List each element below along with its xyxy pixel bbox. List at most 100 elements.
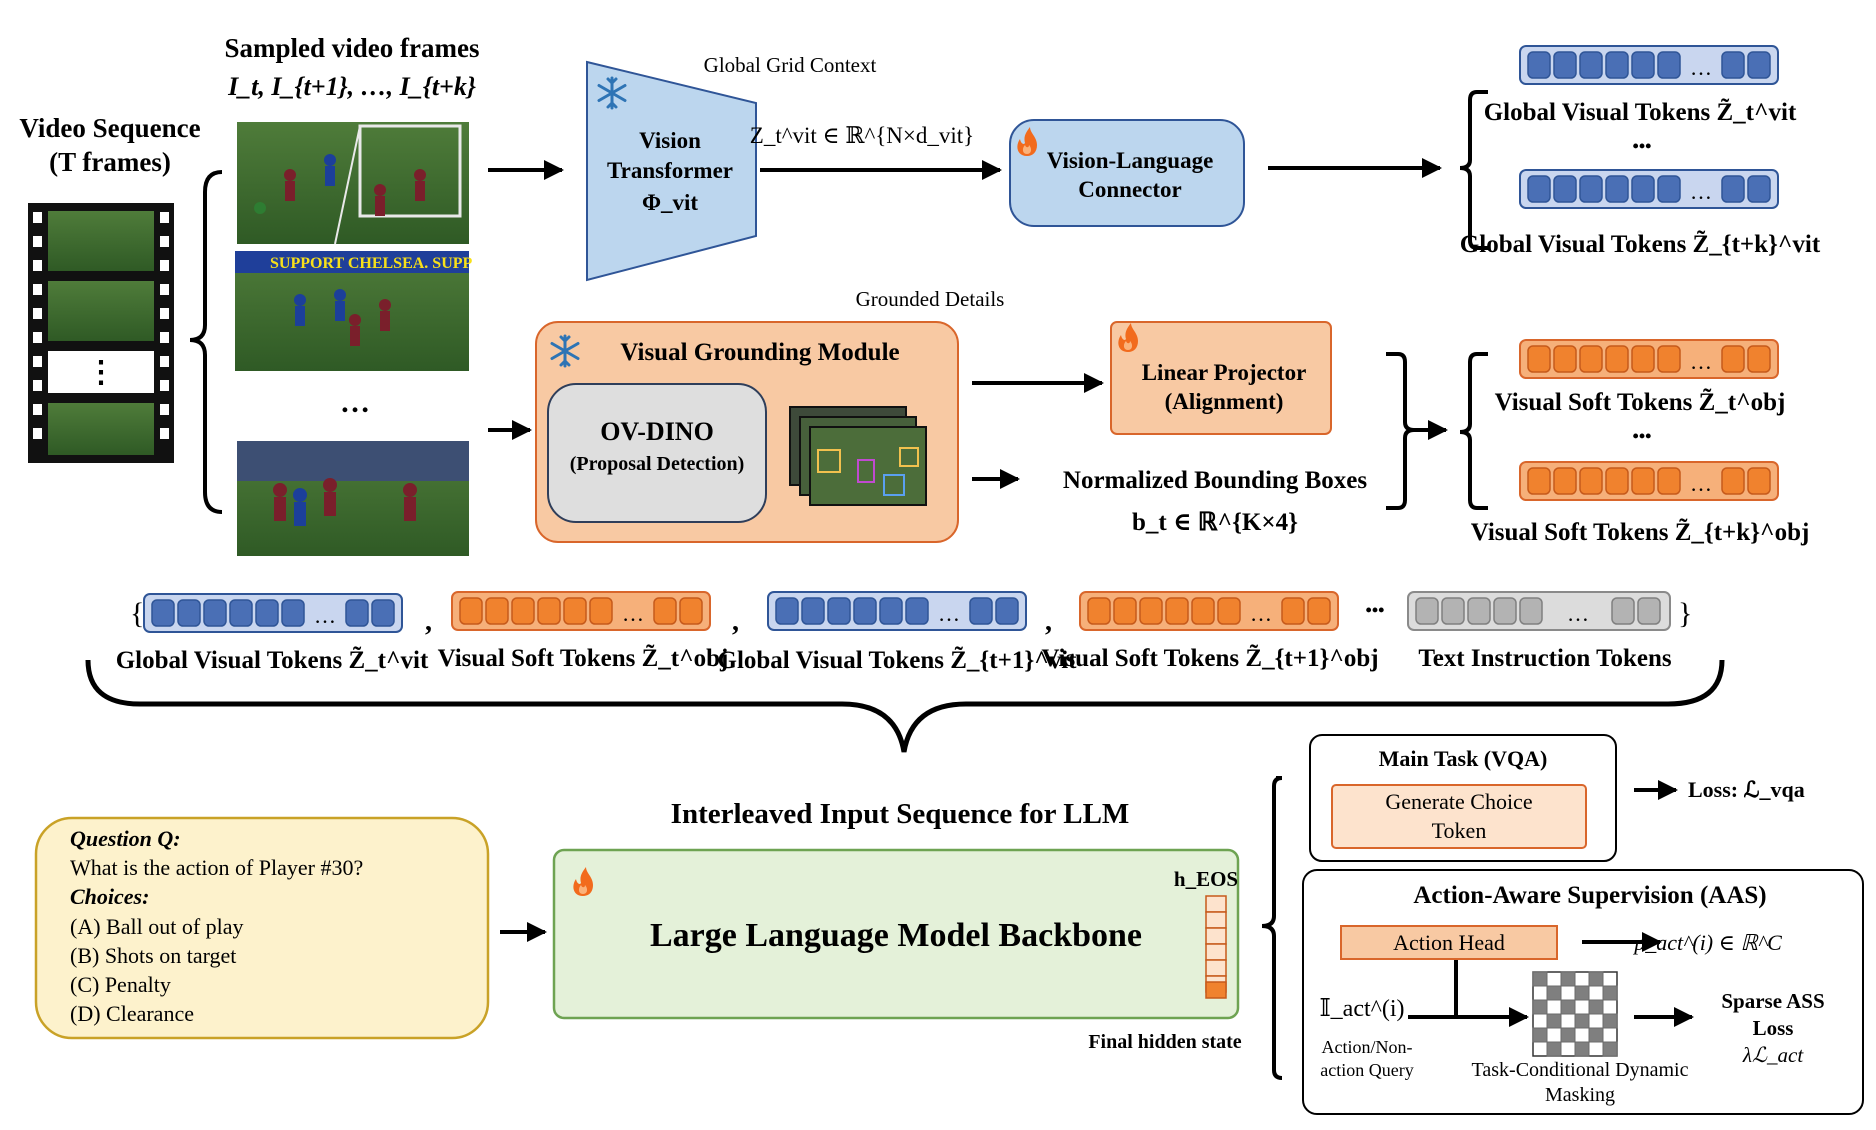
soft-outputs-bracket [1459,352,1488,510]
sparse-loss-line1: Sparse ASS [1721,989,1824,1013]
interleaved-separator: , [425,606,432,637]
global-outputs-dots: ••• [1633,136,1652,156]
h-eos-label: h_EOS [1174,867,1238,891]
interleaved-close-brace: } [1678,597,1692,630]
masking-label-line1: Task-Conditional Dynamic [1472,1059,1689,1081]
vision-transformer-block [586,60,757,282]
vit-label-line2: Transformer [607,158,733,183]
frames-brace [189,170,223,514]
video-sequence-title-line2: (T frames) [49,147,171,177]
grounding-module-title: Visual Grounding Module [620,339,899,366]
hidden-state-stack [1205,895,1227,999]
film-frame-ellipsis: ⋮ [86,356,116,389]
interleaved-separator: , [1045,606,1052,637]
projector-label-line2: (Alignment) [1165,389,1284,414]
token-ellipsis: … [938,601,960,626]
vit-label-line3: Φ_vit [642,190,698,215]
interleaved-label-global-t: Global Visual Tokens Z̃_t^vit [116,646,429,674]
token-ellipsis: … [1567,601,1589,626]
vit-label-line1: Vision [639,128,701,153]
question-text: What is the action of Player #30? [70,855,363,880]
soft-token-bar-top: … [1519,339,1779,379]
global-grid-context-caption: Global Grid Context [704,53,877,77]
interleaved-text-token-bar: … [1407,591,1671,631]
token-ellipsis: … [1250,601,1272,626]
film-strip-icon: ⋮ [28,203,174,463]
interleaved-dots: ••• [1366,600,1385,620]
llm-title: Large Language Model Backbone [650,917,1142,954]
ov-dino-block [547,383,767,523]
question-label: Question Q: [70,826,181,851]
llm-backbone-block [552,848,1240,1020]
query-label-line2: action Query [1320,1060,1413,1080]
global-token-bar-bottom: … [1519,169,1779,209]
frames-ellipsis: … [340,386,370,419]
video-sequence-title-line1: Video Sequence [19,113,200,143]
token-ellipsis: … [1690,471,1712,496]
global-token-bar-top: … [1519,45,1779,85]
sampled-frames-formula: I_t, I_{t+1}, …, I_{t+k} [227,72,476,101]
generate-choice-line2: Token [1432,818,1487,843]
soft-outputs-dots: ••• [1633,426,1652,446]
token-ellipsis: … [1690,179,1712,204]
choices-label: Choices: [70,884,149,909]
question-box [34,816,490,1040]
generate-choice-token-box [1331,784,1587,849]
interleaved-label-text-instruction: Text Instruction Tokens [1418,645,1672,672]
main-task-title: Main Task (VQA) [1379,746,1548,771]
indicator-act-label: 𝕀_act^(i) [1319,996,1404,1022]
generate-choice-line1: Generate Choice [1385,789,1532,814]
global-outputs-bracket [1459,90,1488,250]
choice-d: (D) Clearance [70,1001,194,1026]
interleaved-sequence-title: Interleaved Input Sequence for LLM [671,798,1130,830]
final-hidden-state-label: Final hidden state [1088,1031,1241,1053]
vision-language-connector [1009,119,1245,227]
soccer-frame-image [237,441,469,556]
connector-label-line1: Vision-Language [1047,148,1214,173]
masking-label-line2: Masking [1545,1084,1615,1106]
masking-grid-icon [1532,971,1618,1057]
visual-soft-tokens-bottom-label: Visual Soft Tokens Z̃_{t+k}^obj [1471,518,1810,546]
action-head-box [1340,925,1558,960]
sparse-loss-line3: λℒ_act [1742,1043,1805,1067]
vit-output-formula: Z_t^vit ∈ ℝ^{N×d_vit} [750,123,974,148]
interleaved-label-global-t1: Global Visual Tokens Z̃_{t+1}^vit [718,646,1078,674]
linear-projector-block [1110,321,1332,435]
soccer-frame-image [237,122,469,245]
interleaved-label-soft-t: Visual Soft Tokens Z̃_t^obj [438,644,729,672]
choice-a: (A) Ball out of play [70,914,244,939]
grounded-details-caption: Grounded Details [856,287,1005,311]
token-ellipsis: … [314,603,336,628]
soccer-frame-image: SUPPORT CHELSEA. SUPP [235,251,473,371]
action-head-label: Action Head [1393,930,1505,955]
visual-soft-tokens-top-label: Visual Soft Tokens Z̃_t^obj [1495,388,1786,416]
aas-title: Action-Aware Supervision (AAS) [1413,882,1766,909]
interleaved-global-token-bar-2: … [767,591,1027,631]
global-visual-tokens-top-label: Global Visual Tokens Z̃_t^vit [1484,98,1797,126]
interleaved-global-token-bar-1: … [143,593,403,633]
bounding-boxes-label: Normalized Bounding Boxes [1063,467,1367,494]
query-label-line1: Action/Non- [1322,1037,1413,1057]
ov-dino-subtitle: (Proposal Detection) [570,453,745,475]
choice-b: (B) Shots on target [70,943,236,968]
interleaved-label-soft-t1: Visual Soft Tokens Z̃_{t+1}^obj [1041,644,1378,672]
token-ellipsis: … [622,601,644,626]
connector-label-line2: Connector [1078,177,1181,202]
choice-c: (C) Penalty [70,972,171,997]
sampled-frames-title: Sampled video frames [225,33,480,63]
token-ellipsis: … [1690,55,1712,80]
global-visual-tokens-bottom-label: Global Visual Tokens Z̃_{t+k}^vit [1460,230,1821,258]
interleaved-big-brace [85,659,1725,753]
interleaved-open-brace: { [130,597,144,630]
frame-banner-text: SUPPORT CHELSEA. SUPP [270,255,473,272]
bounding-boxes-formula: b_t ∈ ℝ^{K×4} [1132,509,1298,536]
ov-dino-title: OV-DINO [600,417,714,446]
projector-label-line1: Linear Projector [1142,360,1307,385]
sparse-loss-line2: Loss [1753,1016,1794,1040]
soft-token-bar-bottom: … [1519,461,1779,501]
p-act-formula: p_act^(i) ∈ ℝ^C [1632,930,1782,955]
interleaved-soft-token-bar-1: … [451,591,711,631]
llm-outputs-brace [1261,776,1283,1080]
